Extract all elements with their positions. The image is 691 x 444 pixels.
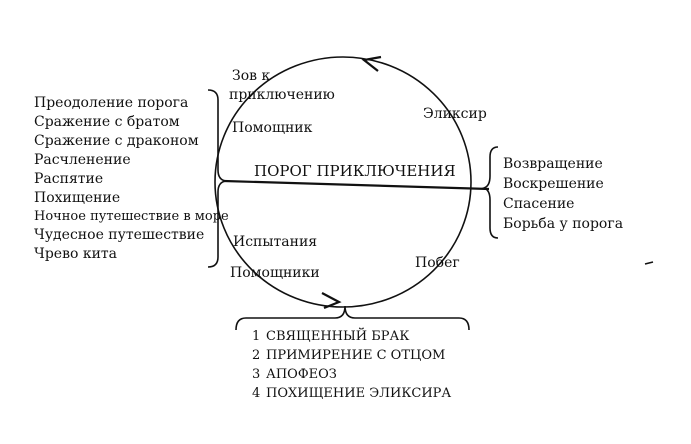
- elixir-label: Эликсир: [423, 106, 487, 122]
- left-item: Ночное путешествие в море: [34, 209, 229, 224]
- left-bracket: [207, 89, 227, 268]
- threshold-line: [223, 179, 490, 191]
- left-item: Чрево кита: [34, 246, 117, 262]
- left-item: Похищение: [34, 190, 120, 206]
- trials-label: Испытания: [233, 234, 317, 250]
- bottom-item-number: 3: [252, 367, 260, 382]
- bottom-item-text: АПОФЕОЗ: [266, 367, 337, 382]
- left-item: Сражение с братом: [34, 114, 180, 130]
- bottom-item-text: ПОХИЩЕНИЕ ЭЛИКСИРА: [266, 386, 451, 401]
- left-item: Расчленение: [34, 152, 131, 168]
- threshold-label: ПОРОГ ПРИКЛЮЧЕНИЯ: [254, 162, 456, 180]
- right-item: Возвращение: [503, 156, 603, 172]
- bottom-item-text: СВЯЩЕННЫЙ БРАК: [266, 327, 409, 344]
- helper-label: Помощник: [232, 120, 313, 136]
- helpers-label: Помощники: [230, 265, 320, 281]
- left-item: Чудесное путешествие: [34, 227, 204, 243]
- bottom-item-number: 2: [252, 348, 260, 363]
- journey-circle: [214, 56, 472, 308]
- bottom-bracket: [235, 305, 470, 331]
- call-label-1: Зов к: [232, 68, 270, 84]
- right-bracket: [481, 146, 499, 239]
- bottom-item-number: 4: [252, 386, 260, 401]
- left-item: Распятие: [34, 171, 103, 187]
- call-label-2: приключению: [229, 87, 335, 103]
- left-item: Сражение с драконом: [34, 133, 199, 149]
- flight-label: Побег: [415, 255, 460, 271]
- bottom-item-number: 1: [252, 329, 260, 344]
- arrowhead-bottom: [321, 292, 342, 310]
- bottom-item-text: ПРИМИРЕНИЕ С ОТЦОМ: [266, 348, 445, 363]
- stray-mark: [644, 261, 654, 265]
- right-item: Спасение: [503, 196, 574, 212]
- left-item: Преодоление порога: [34, 95, 188, 111]
- arrowhead-top: [361, 55, 382, 72]
- right-item: Воскрешение: [503, 176, 604, 192]
- right-item: Борьба у порога: [503, 216, 623, 232]
